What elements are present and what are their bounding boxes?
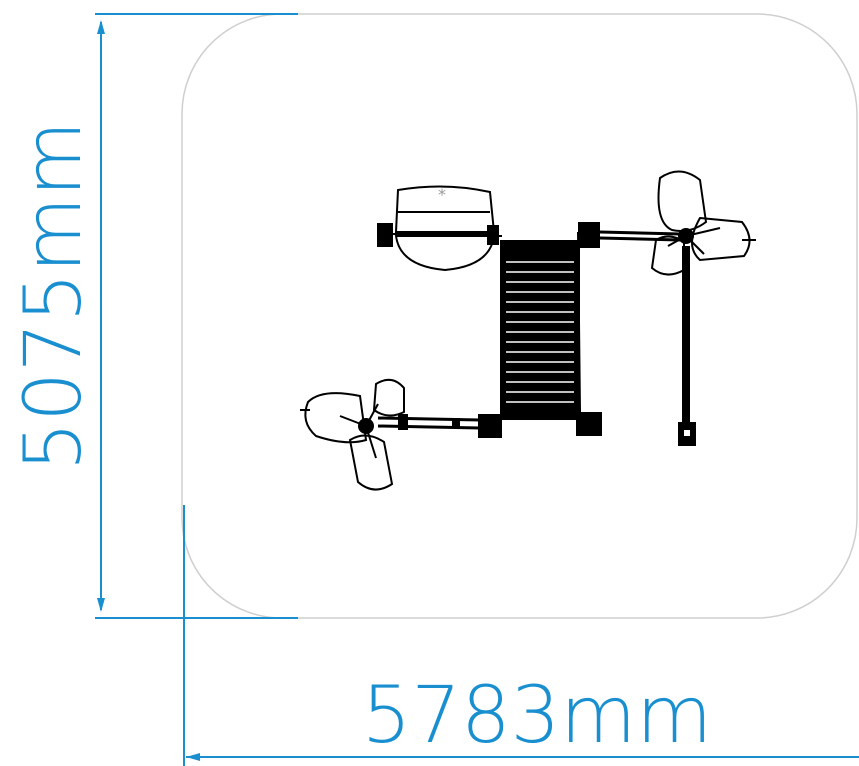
width-dimension bbox=[183, 505, 859, 766]
ladder-platform bbox=[478, 222, 602, 438]
height-arrow-bottom bbox=[97, 598, 105, 612]
height-arrow-top bbox=[97, 20, 105, 34]
height-dimension bbox=[95, 13, 298, 619]
star-mark: * bbox=[438, 185, 446, 204]
spinner-seat-top-left: * bbox=[377, 185, 502, 272]
vertical-bar-right bbox=[678, 246, 696, 446]
height-label: 5075mm bbox=[9, 121, 99, 471]
width-label: 5783mm bbox=[362, 671, 712, 761]
rotating-seat-bottom-left bbox=[300, 378, 405, 491]
connector-bar-bottom bbox=[377, 414, 481, 430]
connector-bar-top bbox=[599, 230, 681, 242]
width-arrow-left bbox=[186, 753, 200, 761]
